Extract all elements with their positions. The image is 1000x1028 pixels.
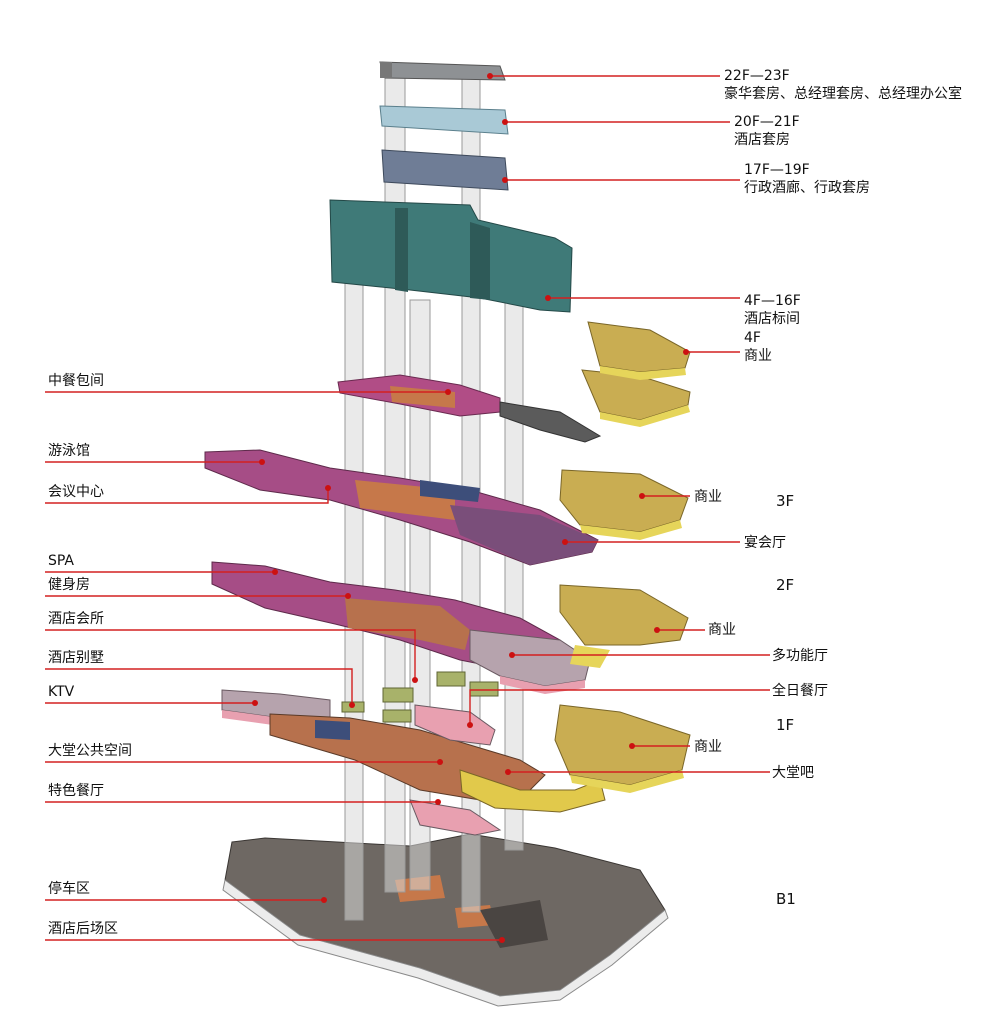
label-retail-2f: 商业 [708,622,736,638]
label-gym: 健身房 [48,577,90,593]
leader-lines-left [45,391,502,941]
retail-4f-shapes [581,321,691,427]
floor-20-21-block [379,105,509,135]
label-retail-3f: 商业 [694,489,722,505]
label-pool: 游泳馆 [48,443,90,459]
b1-slab [222,833,669,1007]
floor-2f-slab [211,561,689,694]
floor-4-16-block [329,199,573,313]
floor-17-19-block [381,149,509,191]
label-floor-22-23: 22F—23F [724,68,790,84]
floor-marker-3f: 3F [776,492,795,510]
label-ktv: KTV [48,684,75,700]
label-penthouse-desc: 豪华套房、总经理套房、总经理办公室 [724,86,962,102]
label-multi-hall: 多功能厅 [772,648,828,664]
leader-lines-right [469,75,770,773]
label-floor-4: 4F [744,330,761,346]
label-chinese-rooms: 中餐包间 [48,373,104,389]
floor-marker-b1: B1 [776,890,796,908]
floor-marker-2f: 2F [776,576,795,594]
label-banquet: 宴会厅 [744,535,786,551]
label-lobby: 大堂公共空间 [48,743,132,759]
label-floor-17-19: 17F—19F [744,162,810,178]
label-allday-dining: 全日餐厅 [772,683,828,699]
floor-3f-slab [204,449,689,566]
label-floor-20-21: 20F—21F [734,114,800,130]
floor-marker-1f: 1F [776,716,795,734]
label-lobby-bar: 大堂吧 [772,765,814,781]
label-floor-4-16: 4F—16F [744,293,801,309]
floor-1f-slab [221,689,691,836]
label-rooms-desc: 酒店标间 [744,311,800,327]
label-conference: 会议中心 [48,484,104,500]
label-spa: SPA [48,553,75,569]
label-executive-desc: 行政酒廊、行政套房 [744,180,870,196]
floor-22-23-block [379,61,506,81]
label-club: 酒店会所 [48,611,104,627]
label-villa: 酒店别墅 [48,650,104,666]
label-suites-desc: 酒店套房 [734,132,790,148]
marker-dots [252,73,689,943]
label-parking: 停车区 [48,881,90,897]
label-specialty-restaurant: 特色餐厅 [48,783,104,799]
label-back-of-house: 酒店后场区 [48,921,118,937]
label-retail-4f: 商业 [744,348,772,364]
label-retail-1f: 商业 [694,739,722,755]
